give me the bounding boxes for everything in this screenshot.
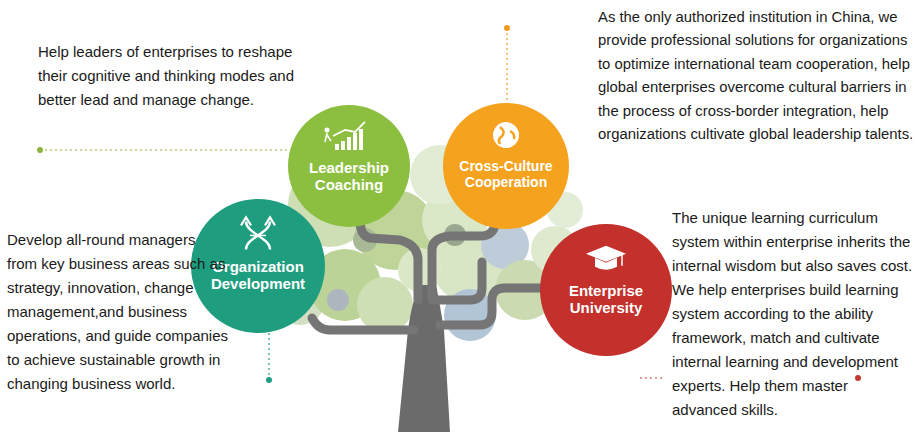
service-title: Cross-Culture Cooperation: [454, 158, 558, 190]
service-circle: Enterprise University: [539, 223, 673, 357]
description-text: Develop all-round managers from key busi…: [7, 228, 229, 396]
service-icon: [241, 217, 275, 249]
service-circle: Cross-Culture Cooperation: [442, 102, 570, 230]
description-text: Help leaders of enterprises to reshape t…: [38, 40, 318, 112]
service-icon: [325, 122, 366, 150]
service-circle: Leadership Coaching: [287, 104, 411, 228]
description-text: As the only authorized institution in Ch…: [598, 6, 916, 146]
service-title: Leadership Coaching: [299, 159, 399, 194]
description-text: The unique learning curriculum system wi…: [672, 206, 916, 422]
service-title: Enterprise University: [551, 282, 661, 317]
service-icon: [586, 246, 626, 270]
service-icon: [493, 122, 519, 148]
